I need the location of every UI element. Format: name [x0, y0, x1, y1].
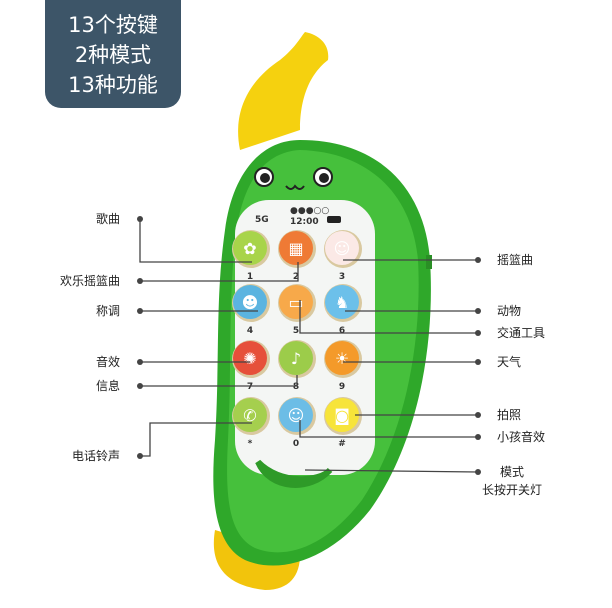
songs-icon: ✿ — [243, 239, 256, 258]
key-piano[interactable]: ▦2 — [278, 230, 316, 282]
key-number: 5 — [293, 326, 299, 336]
key-number: # — [338, 439, 346, 449]
leader-line — [299, 420, 478, 438]
label-greetings: 称调 — [95, 304, 120, 318]
key-greetings[interactable]: ☻4 — [232, 284, 270, 336]
leader-dot — [137, 453, 143, 459]
sun-icon: ☀ — [335, 349, 349, 368]
badge-line-functions: 13种功能 — [68, 73, 158, 97]
key-number: 1 — [247, 272, 253, 282]
key-number: 2 — [293, 272, 299, 282]
key-number: 7 — [247, 382, 253, 392]
label-animals: 动物 — [497, 304, 522, 318]
side-button — [426, 255, 432, 269]
clock: 12:00 — [290, 217, 319, 227]
camera-icon: ◙ — [334, 406, 350, 425]
badge-line-keys: 13个按键 — [68, 13, 158, 37]
key-sun[interactable]: ☀9 — [324, 340, 362, 392]
baby-icon: ☺ — [288, 406, 305, 425]
leader-dot — [475, 330, 481, 336]
rabbit-icon: ♞ — [335, 293, 349, 312]
leader-line — [299, 300, 478, 334]
phone-icon: ✆ — [243, 406, 256, 425]
leader-dot — [137, 383, 143, 389]
label-camera: 拍照 — [497, 408, 522, 422]
label-lullaby: 摇篮曲 — [497, 253, 534, 267]
label-baby-sounds: 小孩音效 — [497, 430, 546, 444]
label-sound-effects: 音效 — [95, 355, 120, 369]
key-songs[interactable]: ✿1 — [232, 230, 270, 282]
leader-line — [140, 422, 252, 457]
leader-dot — [475, 434, 481, 440]
key-number: 9 — [339, 382, 345, 392]
leader-dot — [475, 469, 481, 475]
label-mode-sub: 长按开关灯 — [482, 483, 543, 497]
key-number: 4 — [247, 326, 253, 336]
key-number: 0 — [293, 439, 299, 449]
leader-dot — [475, 359, 481, 365]
label-message: 信息 — [95, 379, 120, 393]
leader-line — [140, 375, 298, 387]
leader-line — [140, 262, 299, 282]
label-happy-lullaby: 欢乐摇篮曲 — [59, 274, 120, 288]
battery-icon — [327, 216, 341, 223]
leader-dot — [475, 308, 481, 314]
page-dots: ●●●○○ — [290, 206, 329, 216]
leader-dot — [137, 308, 143, 314]
phone-top-stem — [238, 32, 329, 150]
bus-icon: ▭ — [288, 293, 303, 312]
key-lullaby[interactable]: ☺3 — [324, 230, 362, 282]
key-number: 6 — [339, 326, 345, 336]
key-camera[interactable]: ◙# — [324, 397, 362, 449]
label-ringtone: 电话铃声 — [71, 449, 120, 463]
leader-line — [139, 219, 252, 263]
message-icon: ♪ — [291, 349, 301, 368]
leader-dot — [475, 412, 481, 418]
feature-badge: 13个按键 2种模式 13种功能 — [45, 0, 181, 108]
leader-dot — [137, 216, 143, 222]
piano-icon: ▦ — [288, 239, 303, 258]
key-sound-effects[interactable]: ✺7 — [232, 340, 270, 392]
smile — [285, 184, 305, 190]
leader-dot — [137, 359, 143, 365]
label-mode: 模式 — [500, 465, 525, 479]
key-number: * — [248, 439, 253, 449]
key-number: 3 — [339, 272, 345, 282]
label-songs: 歌曲 — [95, 212, 120, 226]
label-transport: 交通工具 — [497, 326, 546, 340]
label-weather: 天气 — [497, 355, 522, 369]
signal-indicator: 5G — [255, 215, 269, 225]
badge-line-modes: 2种模式 — [74, 43, 152, 67]
sound-effects-icon: ✺ — [243, 349, 256, 368]
key-message[interactable]: ♪8 — [278, 340, 316, 392]
lullaby-icon: ☺ — [334, 239, 351, 258]
leader-dot — [137, 278, 143, 284]
key-number: 8 — [293, 382, 299, 392]
key-baby[interactable]: ☺0 — [278, 397, 316, 449]
greetings-icon: ☻ — [242, 293, 259, 312]
leader-dot — [475, 257, 481, 263]
leader-line — [304, 469, 479, 473]
